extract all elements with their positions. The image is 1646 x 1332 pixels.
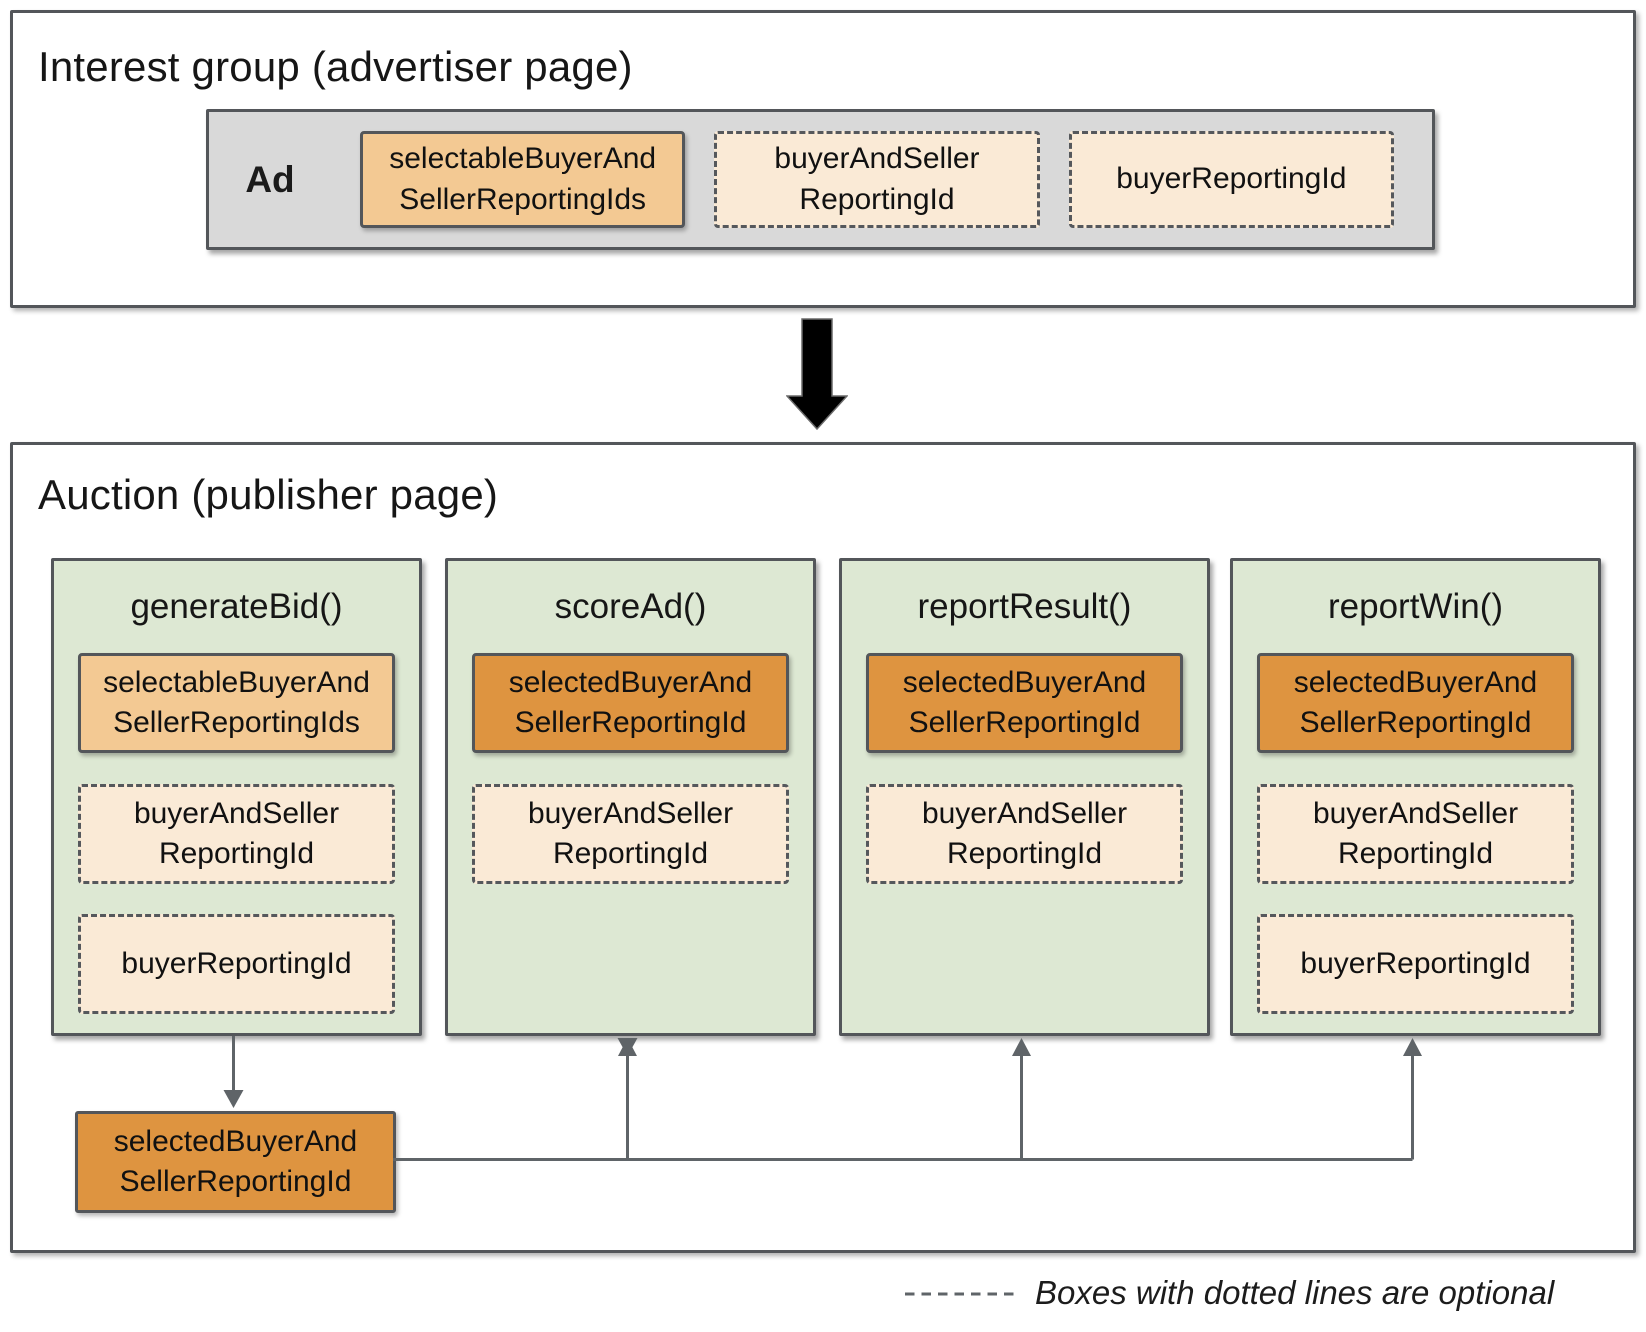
column-title: generateBid() — [130, 587, 343, 626]
interest-group-section: Interest group (advertiser page) Ad sele… — [10, 10, 1636, 308]
box-buyer-and-seller-reporting-id: buyerAndSeller ReportingId — [78, 784, 395, 884]
box-selected-buyer-and-seller-reporting-id: selectedBuyerAnd SellerReportingId — [472, 653, 789, 753]
box-selectable-buyer-and-seller-reporting-ids: selectableBuyerAnd SellerReportingIds — [78, 653, 395, 753]
ad-box-buyer-reporting-id: buyerReportingId — [1068, 131, 1394, 228]
column-title: reportWin() — [1327, 587, 1504, 626]
column-generate-bid: generateBid() selectableBuyerAnd SellerR… — [51, 558, 422, 1036]
box-label: selectedBuyerAnd SellerReportingId — [113, 1124, 358, 1199]
box-label: selectedBuyerAnd SellerReportingId — [902, 665, 1147, 740]
ad-box-selectable-buyer-and-seller-reporting-ids: selectableBuyerAnd SellerReportingIds — [360, 131, 686, 228]
column-report-result: reportResult() selectedBuyerAnd SellerRe… — [839, 558, 1210, 1036]
box-selected-buyer-and-seller-reporting-id: selectedBuyerAnd SellerReportingId — [866, 653, 1183, 753]
box-buyer-reporting-id: buyerReportingId — [1257, 914, 1574, 1014]
ad-box-buyer-and-seller-reporting-id: buyerAndSeller ReportingId — [714, 131, 1040, 228]
box-label: buyerReportingId — [1116, 162, 1347, 196]
box-label: buyerAndSeller ReportingId — [527, 796, 734, 871]
ad-container: Ad selectableBuyerAnd SellerReportingIds… — [206, 109, 1435, 250]
box-label: buyerAndSeller ReportingId — [133, 796, 340, 871]
auction-section: Auction (publisher page) generateBid() s… — [10, 442, 1636, 1253]
box-buyer-reporting-id: buyerReportingId — [78, 914, 395, 1014]
box-label: buyerAndSeller ReportingId — [1312, 796, 1519, 871]
box-buyer-and-seller-reporting-id: buyerAndSeller ReportingId — [1257, 784, 1574, 884]
box-label: selectedBuyerAnd SellerReportingId — [1293, 665, 1538, 740]
box-label: buyerAndSeller ReportingId — [774, 142, 980, 216]
column-title: scoreAd() — [554, 587, 707, 626]
box-label: buyerReportingId — [121, 946, 352, 980]
box-buyer-and-seller-reporting-id: buyerAndSeller ReportingId — [866, 784, 1183, 884]
column-report-win: reportWin() selectedBuyerAnd SellerRepor… — [1230, 558, 1601, 1036]
legend-label: Boxes with dotted lines are optional — [1035, 1274, 1555, 1311]
box-selected-buyer-and-seller-reporting-id: selectedBuyerAnd SellerReportingId — [1257, 653, 1574, 753]
interest-group-title: Interest group (advertiser page) — [38, 43, 633, 90]
box-label: selectableBuyerAnd SellerReportingIds — [103, 665, 370, 740]
selected-id-output-box: selectedBuyerAnd SellerReportingId — [75, 1111, 396, 1213]
column-title: reportResult() — [917, 587, 1132, 626]
column-score-ad: scoreAd() selectedBuyerAnd SellerReporti… — [445, 558, 816, 1036]
auction-title: Auction (publisher page) — [38, 471, 499, 518]
box-label: selectedBuyerAnd SellerReportingId — [508, 665, 753, 740]
box-label: buyerReportingId — [1300, 946, 1531, 980]
box-buyer-and-seller-reporting-id: buyerAndSeller ReportingId — [472, 784, 789, 884]
box-label: selectableBuyerAnd SellerReportingIds — [389, 142, 657, 216]
ad-label: Ad — [245, 158, 295, 200]
flow-down-arrow-icon — [786, 318, 848, 430]
box-label: buyerAndSeller ReportingId — [921, 796, 1128, 871]
